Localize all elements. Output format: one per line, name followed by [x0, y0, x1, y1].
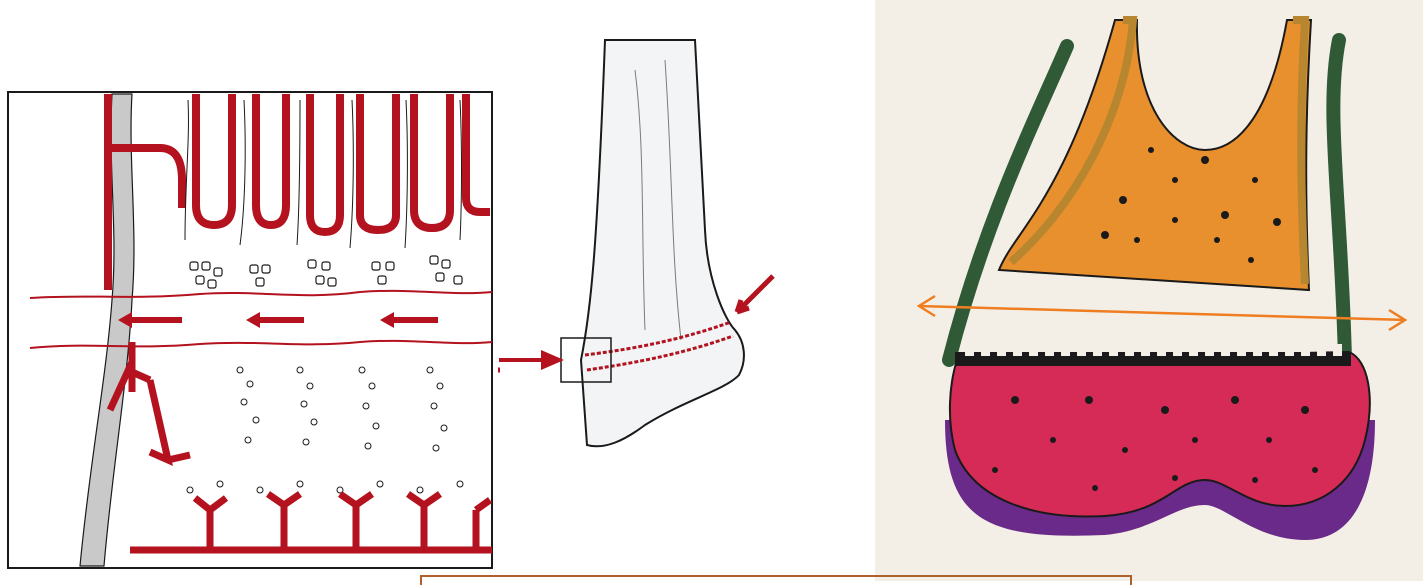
bone-svg — [495, 30, 785, 470]
hand-drawn-diagram — [875, 0, 1423, 581]
growth-plate-svg — [0, 80, 500, 570]
epiphysis — [950, 352, 1370, 516]
perichondrium-right — [1333, 40, 1345, 360]
bone-outline — [581, 40, 744, 446]
width-double-arrow-icon — [919, 296, 1405, 330]
bone-sketch — [495, 30, 785, 470]
pointer-arrow-right-icon — [499, 353, 559, 367]
caption-box — [420, 575, 1132, 585]
pointer-arrow-diag-icon — [737, 276, 773, 312]
growth-plate-illustration — [0, 80, 500, 570]
hand-drawn-svg — [875, 0, 1423, 581]
illustration-frame — [8, 92, 492, 568]
metaphysis — [999, 20, 1311, 290]
